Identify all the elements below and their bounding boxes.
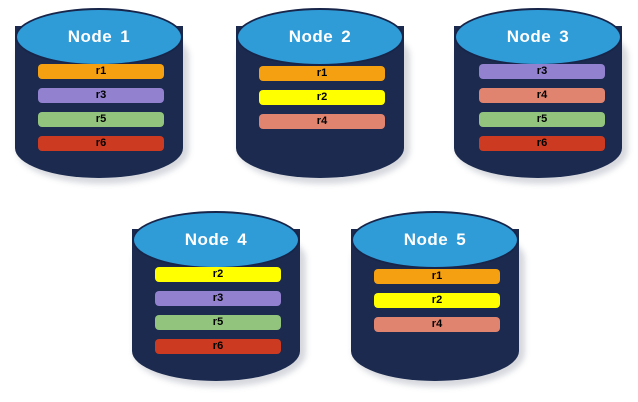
replica-bar-r2[interactable]: r2 (155, 267, 281, 282)
replica-bar-r5[interactable]: r5 (38, 112, 164, 127)
replica-bar-r5[interactable]: r5 (155, 315, 281, 330)
replica-bar-r3[interactable]: r3 (38, 88, 164, 103)
replica-stack: r1 r2 r4 (374, 269, 500, 341)
replica-bar-r6[interactable]: r6 (38, 136, 164, 151)
replica-stack: r1 r2 r4 (259, 66, 385, 138)
replica-bar-r2[interactable]: r2 (259, 90, 385, 105)
cylinder-top-ellipse (236, 8, 404, 66)
replica-bar-r4[interactable]: r4 (374, 317, 500, 332)
replica-bar-r4[interactable]: r4 (259, 114, 385, 129)
replica-bar-r6[interactable]: r6 (479, 136, 605, 151)
cylinder-top-ellipse (132, 211, 300, 269)
replica-bar-r4[interactable]: r4 (479, 88, 605, 103)
replica-stack: r2 r3 r5 r6 (155, 267, 281, 363)
replica-bar-r6[interactable]: r6 (155, 339, 281, 354)
replica-bar-r1[interactable]: r1 (38, 64, 164, 79)
replica-stack: r3 r4 r5 r6 (479, 64, 605, 160)
replica-bar-r3[interactable]: r3 (479, 64, 605, 79)
replica-bar-r1[interactable]: r1 (259, 66, 385, 81)
cylinder-top-ellipse (15, 8, 183, 66)
replica-bar-r1[interactable]: r1 (374, 269, 500, 284)
replica-bar-r3[interactable]: r3 (155, 291, 281, 306)
replica-bar-r2[interactable]: r2 (374, 293, 500, 308)
cylinder-top-ellipse (351, 211, 519, 269)
replica-bar-r5[interactable]: r5 (479, 112, 605, 127)
cylinder-top-ellipse (454, 8, 622, 66)
replica-stack: r1 r3 r5 r6 (38, 64, 164, 160)
